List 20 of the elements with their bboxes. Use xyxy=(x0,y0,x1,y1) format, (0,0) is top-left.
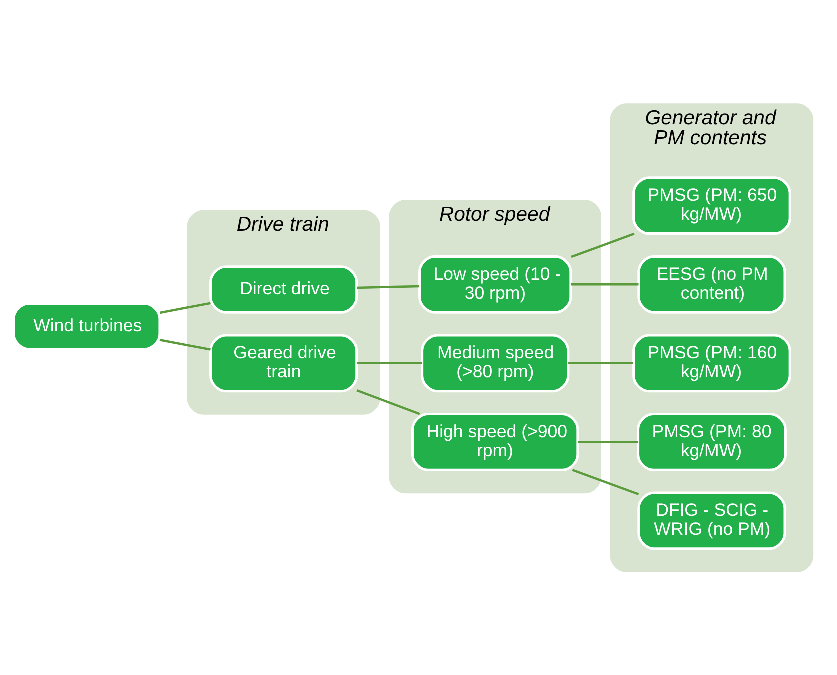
connector xyxy=(568,362,634,364)
connector xyxy=(357,362,422,364)
node-box: EESG (no PM content) xyxy=(638,254,786,314)
connector xyxy=(160,338,211,350)
connector xyxy=(572,468,640,496)
node-box: PMSG (PM: 650 kg/MW) xyxy=(632,176,792,235)
node-box: Low speed (10 - 30 rpm) xyxy=(418,254,572,314)
node-box: Medium speed (>80 rpm) xyxy=(421,334,570,392)
connector xyxy=(356,388,420,415)
connector xyxy=(357,284,420,289)
connector xyxy=(578,440,638,443)
node-box: Geared drive train xyxy=(210,334,358,392)
connector xyxy=(572,283,639,286)
node-box: DFIG - SCIG - WRIG (no PM) xyxy=(638,491,786,550)
node-box: High speed (>900 rpm) xyxy=(412,412,580,471)
node-box: Direct drive xyxy=(210,265,358,314)
connector xyxy=(571,232,635,258)
node-box: PMSG (PM: 80 kg/MW) xyxy=(637,412,787,471)
connector xyxy=(160,302,211,314)
node-box: PMSG (PM: 160 kg/MW) xyxy=(632,334,792,392)
